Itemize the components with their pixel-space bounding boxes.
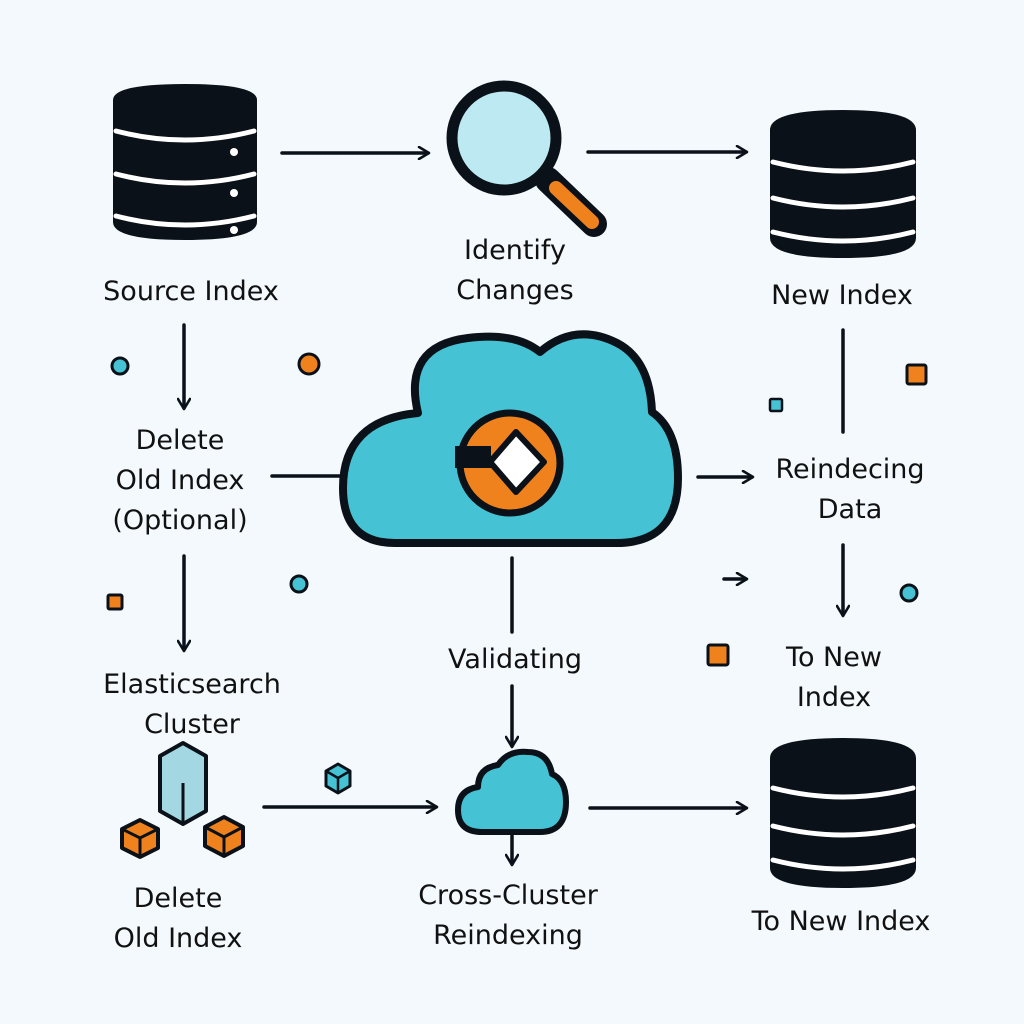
decor-dot-icon <box>297 352 321 376</box>
label-to-new-index-mid: To New Index <box>786 642 882 713</box>
label-identify-changes: Identify Changes <box>456 235 574 306</box>
label-reindexing-data: Reindecing Data <box>775 454 925 525</box>
decor-square-icon <box>106 593 124 611</box>
new-index-database-icon <box>770 110 916 258</box>
decor-dot-icon <box>899 583 919 603</box>
connectors <box>184 152 843 864</box>
decor-square-icon <box>905 363 928 386</box>
label-source-index: Source Index <box>103 276 279 307</box>
cubes-icon <box>120 741 352 859</box>
cross-cluster-cloud-icon <box>455 748 569 835</box>
decor-square-icon <box>706 643 730 667</box>
label-delete-old-optional: Delete Old Index (Optional) <box>112 425 248 536</box>
label-delete-old-bottom: Delete Old Index <box>113 883 243 954</box>
magnifier-icon <box>446 80 607 237</box>
label-cross-cluster: Cross-Cluster Reindexing <box>418 880 598 951</box>
cloud-sync-icon <box>339 330 682 547</box>
to-new-index-database-icon <box>770 738 916 888</box>
decor-dot-icon <box>110 356 130 376</box>
label-elasticsearch-cluster: Elasticsearch Cluster <box>103 669 281 740</box>
decor-dot-icon <box>289 574 309 594</box>
source-database-icon <box>113 84 257 240</box>
label-validating: Validating <box>448 644 582 675</box>
label-new-index-top: New Index <box>771 280 913 311</box>
label-to-new-index-bottom: To New Index <box>751 906 931 937</box>
decor-square-icon <box>768 397 784 413</box>
